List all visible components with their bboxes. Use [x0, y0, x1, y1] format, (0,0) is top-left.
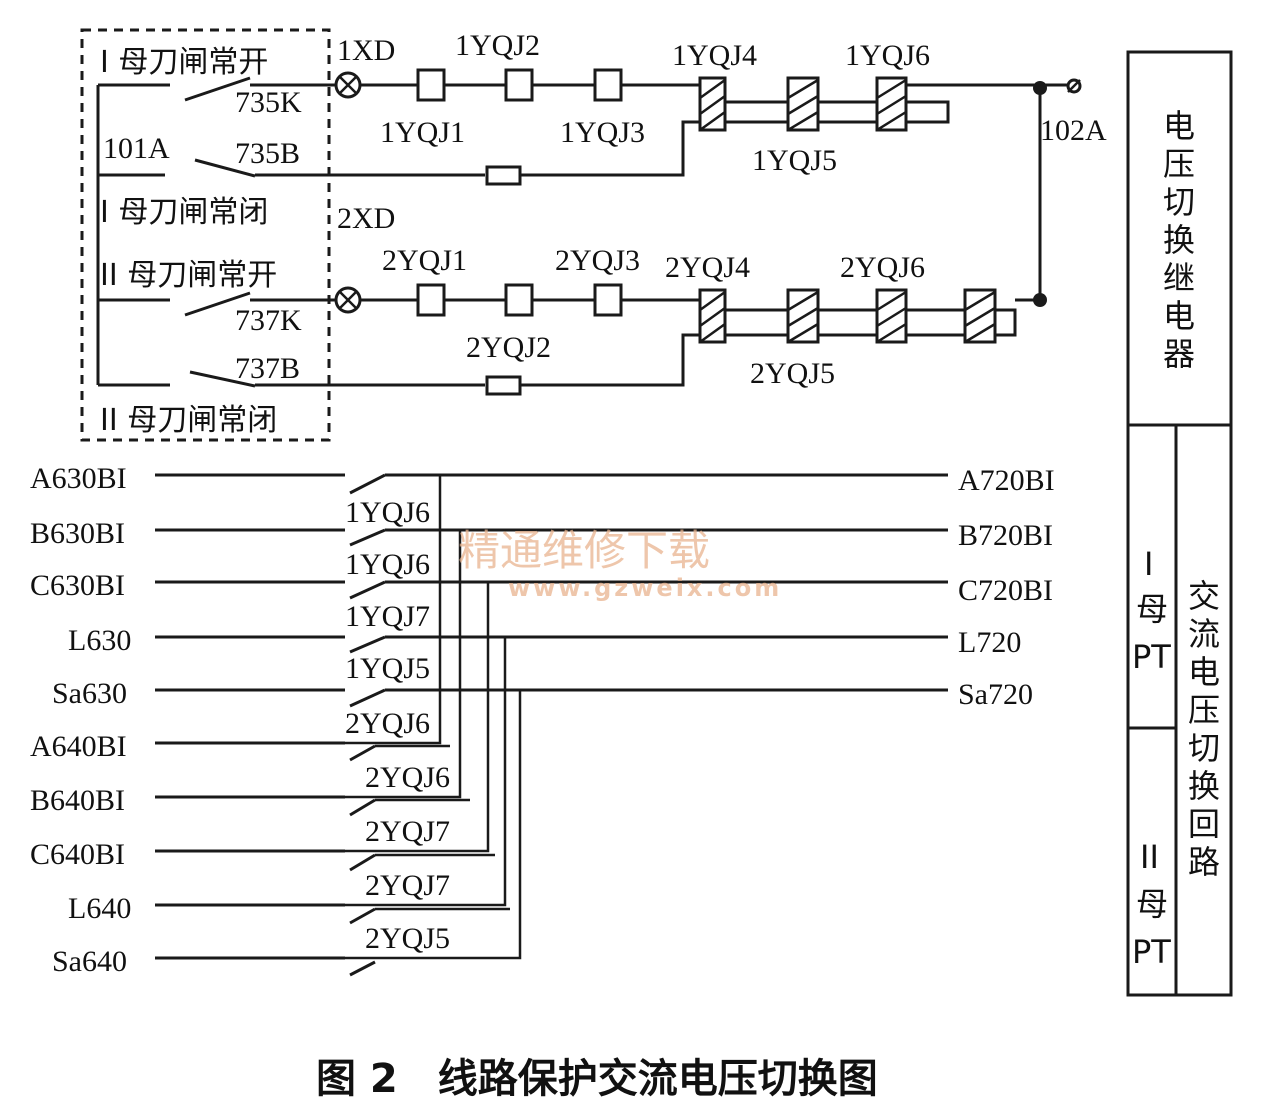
contact-label-2YQJ5: 2YQJ5 — [365, 922, 450, 955]
input-Sa640: Sa640 — [52, 945, 127, 978]
panel-I-bus-PT: I 母 PT — [1132, 545, 1178, 676]
output-Sa720: Sa720 — [958, 678, 1033, 711]
panel-voltage-switching-relay: 电 压 切 换 继 电 器 — [1163, 107, 1205, 373]
label-II-bus-NC: II 母刀闸常闭 — [100, 403, 277, 438]
coil-2YQJ7 — [963, 288, 997, 344]
watermark-url: www.gzweix.com — [508, 574, 782, 602]
switching-output-lines — [385, 473, 948, 692]
label-2YQJ5: 2YQJ5 — [750, 357, 835, 390]
terminal-102A — [1066, 78, 1082, 94]
label-2YQJ6: 2YQJ6 — [840, 251, 925, 284]
contact-735K — [184, 76, 335, 102]
switching-contact-blades — [349, 473, 386, 977]
coil-2YQJ3 — [593, 283, 623, 317]
coil-1YQJ4 — [698, 76, 727, 132]
indicator-lamp-1XD — [334, 71, 362, 99]
coil-2YQJ2 — [504, 283, 534, 317]
row1-coil-links — [725, 100, 950, 124]
resistor-row1 — [485, 165, 522, 186]
contact-label-2YQJ7-a: 2YQJ7 — [365, 815, 450, 848]
switching-crossover-wires — [345, 475, 522, 960]
input-C630BI: C630BI — [30, 569, 125, 602]
switching-input-lines — [155, 473, 345, 960]
resistor-row2 — [485, 375, 522, 396]
label-735B: 735B — [235, 137, 300, 170]
input-B640BI: B640BI — [30, 784, 125, 817]
coil-2YQJ5 — [786, 288, 820, 344]
coil-1YQJ6 — [875, 76, 908, 132]
input-Sa630: Sa630 — [52, 677, 127, 710]
disconnector-contact-enclosure — [80, 28, 331, 442]
label-2XD: 2XD — [337, 202, 395, 235]
input-A640BI: A640BI — [30, 730, 127, 763]
figure-caption: 图 2 线路保护交流电压切换图 — [316, 1056, 878, 1102]
label-1YQJ2: 1YQJ2 — [455, 29, 540, 62]
input-C640BI: C640BI — [30, 838, 125, 871]
label-737B: 737B — [235, 352, 300, 385]
label-1XD: 1XD — [337, 34, 395, 67]
contact-735B — [194, 158, 485, 178]
label-2YQJ2: 2YQJ2 — [466, 331, 551, 364]
row1b-return-wire — [520, 120, 700, 177]
label-I-bus-NO: I 母刀闸常开 — [100, 45, 268, 80]
contact-label-1YQJ6-b: 1YQJ6 — [345, 548, 430, 581]
coil-1YQJ1 — [416, 68, 446, 102]
label-2YQJ4: 2YQJ4 — [665, 251, 750, 284]
coil-2YQJ4 — [698, 288, 727, 344]
label-2YQJ3: 2YQJ3 — [555, 244, 640, 277]
label-1YQJ1: 1YQJ1 — [380, 116, 465, 149]
indicator-lamp-2XD — [334, 286, 362, 314]
label-1YQJ5: 1YQJ5 — [752, 144, 837, 177]
label-I-bus-NC: I 母刀闸常闭 — [100, 195, 268, 230]
coil-1YQJ2 — [504, 68, 534, 102]
label-1YQJ4: 1YQJ4 — [672, 39, 757, 72]
coil-1YQJ3 — [593, 68, 623, 102]
panel-ac-voltage-switching-circuit: 交 流 电 压 切 换 回 路 — [1188, 577, 1230, 881]
output-B720BI: B720BI — [958, 519, 1053, 552]
label-1YQJ3: 1YQJ3 — [560, 116, 645, 149]
coil-2YQJ1 — [416, 283, 446, 317]
output-L720: L720 — [958, 626, 1021, 659]
contact-label-1YQJ5: 1YQJ5 — [345, 652, 430, 685]
contact-737K — [184, 291, 335, 317]
junction-dot-top — [1033, 81, 1047, 95]
row2-coil-links — [725, 308, 1017, 337]
label-735K: 735K — [235, 86, 302, 119]
side-panel — [1126, 50, 1233, 997]
contact-label-2YQJ7-b: 2YQJ7 — [365, 869, 450, 902]
coil-2YQJ6 — [875, 288, 908, 344]
label-1YQJ6: 1YQJ6 — [845, 39, 930, 72]
coil-1YQJ5 — [786, 76, 820, 132]
input-A630BI: A630BI — [30, 462, 127, 495]
contact-label-2YQJ6-a: 2YQJ6 — [345, 707, 430, 740]
row2b-return-wire — [520, 333, 700, 387]
output-A720BI: A720BI — [958, 464, 1055, 497]
label-2YQJ1: 2YQJ1 — [382, 244, 467, 277]
input-L640: L640 — [68, 892, 131, 925]
contact-737B — [189, 370, 485, 388]
watermark-cn: 精通维修下载 — [458, 526, 710, 575]
contact-label-2YQJ6-b: 2YQJ6 — [365, 761, 450, 794]
input-B630BI: B630BI — [30, 517, 125, 550]
junction-dot-bottom — [1033, 293, 1047, 307]
output-C720BI: C720BI — [958, 574, 1053, 607]
label-II-bus-NO: II 母刀闸常开 — [100, 258, 277, 293]
contact-label-1YQJ7: 1YQJ7 — [345, 600, 430, 633]
label-737K: 737K — [235, 304, 302, 337]
label-102A: 102A — [1040, 114, 1107, 147]
label-101A: 101A — [103, 132, 170, 165]
contact-label-1YQJ6-a: 1YQJ6 — [345, 496, 430, 529]
panel-II-bus-PT: II 母 PT — [1132, 838, 1178, 971]
input-L630: L630 — [68, 624, 131, 657]
